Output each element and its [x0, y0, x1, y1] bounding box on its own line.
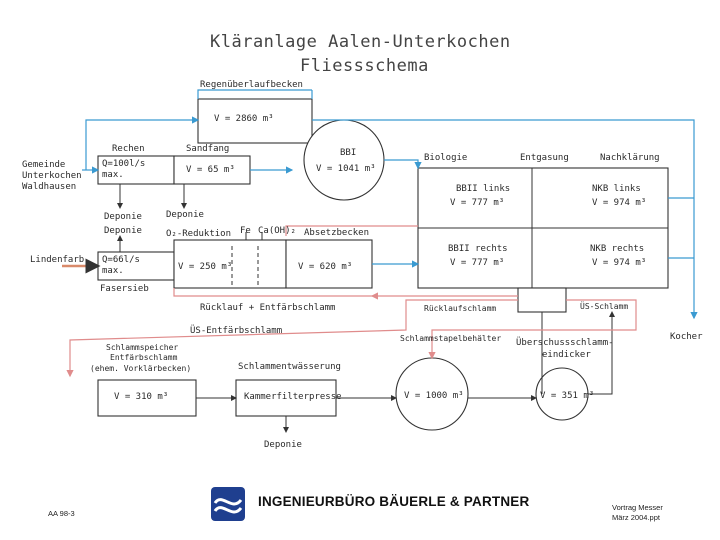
schlammspeicher-line2: Entfärbschlamm [110, 353, 178, 362]
company-logo [211, 487, 245, 521]
sandfang-box [173, 155, 251, 185]
bbi-value: V = 1041 m³ [316, 164, 376, 174]
sludge-black-lines [117, 184, 615, 433]
us-schlamm-label: ÜS-Schlamm [580, 302, 629, 311]
kocher-label: Kocher [670, 332, 703, 342]
o2-reduktion-value: V = 250 m³ [178, 262, 233, 272]
gemeinde-line3: Waldhausen [22, 182, 77, 192]
eindicker-value: V = 351 m³ [540, 391, 595, 401]
regenueberlaufbecken-value: V = 2860 m³ [214, 114, 274, 124]
rechen-value1: Q=100l/s [102, 159, 146, 169]
sandfang-label: Sandfang [186, 144, 230, 154]
deponie-rechen-label: Deponie [104, 212, 142, 222]
ueberschuss-line2: eindicker [542, 350, 591, 360]
diagram-title: Kläranlage Aalen-Unterkochen [210, 32, 511, 52]
schlammspeicher-line1: Schlammspeicher [106, 343, 179, 352]
fasersieb-value2: max. [102, 266, 124, 276]
us-entfaerb-label: ÜS-Entfärbschlamm [190, 326, 283, 336]
sandfang-value: V = 65 m³ [186, 165, 235, 175]
deponie-final-label: Deponie [264, 440, 302, 450]
schlammspeicher-box [97, 379, 197, 417]
schlammspeicher-value: V = 310 m³ [114, 392, 169, 402]
kammerfilterpresse-label: Kammerfilterpresse [244, 392, 342, 402]
o2-reduktion-label: O₂-Reduktion [166, 229, 232, 239]
nkb-rechts-value: V = 974 m³ [592, 258, 647, 268]
rechen-box [97, 155, 175, 185]
deponie-sandfang-label: Deponie [166, 210, 204, 220]
absetzbecken-value: V = 620 m³ [298, 262, 353, 272]
o2-reduktion-box [173, 239, 287, 289]
biologie-label: Biologie [424, 153, 468, 163]
bb-rechts-value: V = 777 m³ [450, 258, 505, 268]
fasersieb-value1: Q=66l/s [102, 255, 140, 265]
deponie-faser-label: Deponie [104, 226, 142, 236]
regenueberlaufbecken-box [197, 98, 313, 144]
lindenfarb-label: Lindenfarb [30, 255, 85, 265]
fasersieb-box [97, 251, 175, 281]
schlammentwaesserung-label: Schlammentwässerung [238, 362, 341, 372]
regenueberlaufbecken-label: Regenüberlaufbecken [200, 80, 303, 90]
ueberschuss-line1: Überschussschlamm- [516, 338, 614, 348]
schlammstapel-label: Schlammstapelbehälter [400, 334, 502, 343]
fe-label: Fe [240, 226, 251, 236]
nachklaerung-label: Nachklärung [600, 153, 660, 163]
rechen-value2: max. [102, 170, 124, 180]
nkb-links-label: NKB links [592, 184, 641, 194]
caoh-label: Ca(OH)₂ [258, 226, 296, 236]
bb-links-label: BBII links [456, 184, 511, 194]
entgasung-box [517, 287, 567, 313]
bbi-circle [303, 119, 385, 201]
rechen-label: Rechen [112, 144, 145, 154]
fasersieb-label: Fasersieb [100, 284, 149, 294]
footer-right-line1: Vortrag Messer [612, 503, 663, 512]
absetzbecken-label: Absetzbecken [304, 228, 370, 238]
ruecklaufschlamm-label: Rücklaufschlamm [424, 304, 497, 313]
entgasung-label: Entgasung [520, 153, 569, 163]
nkb-rechts-label: NKB rechts [590, 244, 645, 254]
footer-company: INGENIEURBÜRO BÄUERLE & PARTNER [258, 494, 530, 509]
schlammspeicher-line3: (ehem. Vorklärbecken) [90, 364, 192, 373]
nkb-links-value: V = 974 m³ [592, 198, 647, 208]
bb-links-value: V = 777 m³ [450, 198, 505, 208]
diagram-subtitle: Fliessschema [300, 56, 429, 76]
sludge-pink-lines [66, 225, 637, 378]
water-lines [82, 89, 698, 320]
bbi-label: BBI [340, 148, 357, 158]
footer-right-line2: März 2004.ppt [612, 513, 660, 522]
gemeinde-line1: Gemeinde [22, 160, 66, 170]
footer-left-ref: AA 98-3 [48, 509, 75, 518]
bb-rechts-label: BBII rechts [448, 244, 508, 254]
ruecklauf-entfaerb-label: Rücklauf + Entfärbschlamm [200, 303, 336, 313]
gemeinde-line2: Unterkochen [22, 171, 82, 181]
schlammstapel-value: V = 1000 m³ [404, 391, 464, 401]
